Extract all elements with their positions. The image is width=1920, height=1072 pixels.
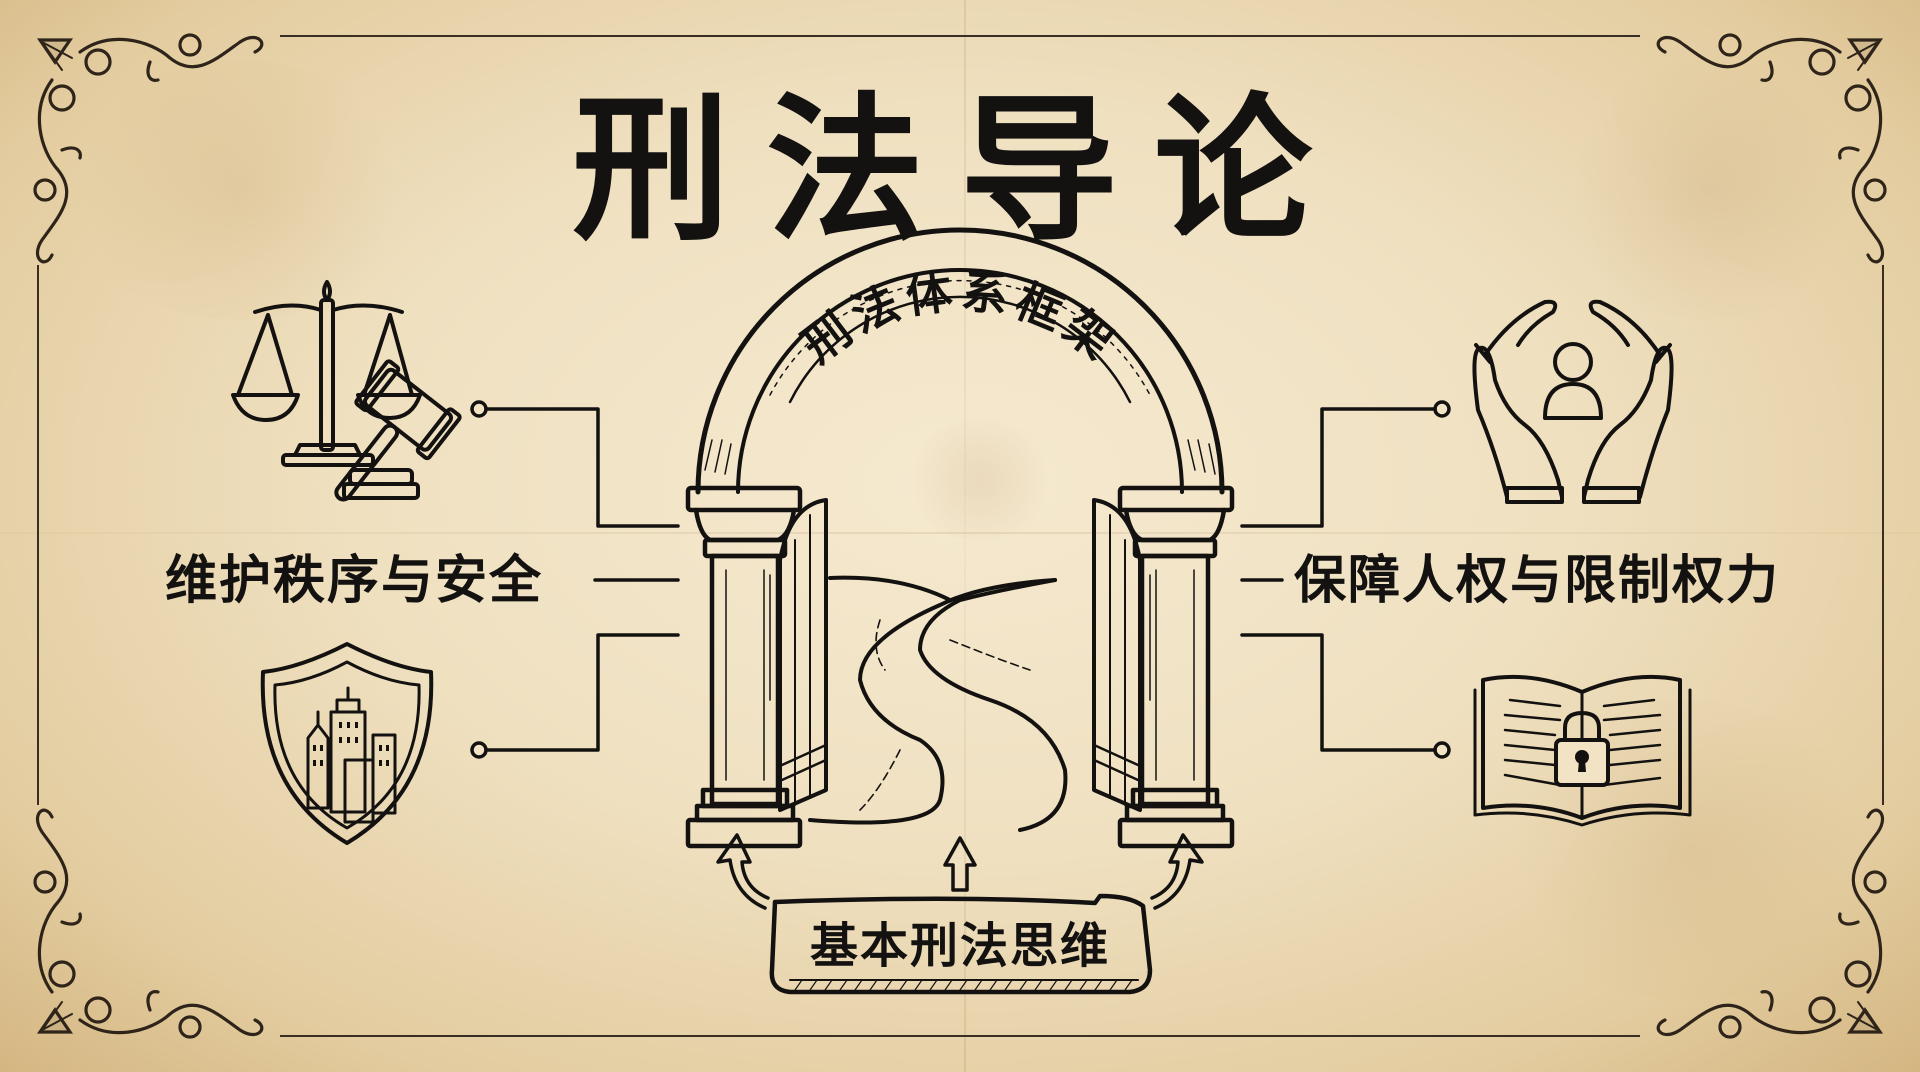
city-shield-icon — [260, 642, 434, 845]
right-door — [1092, 498, 1142, 812]
curved-arrow-right — [1150, 833, 1204, 910]
book-with-padlock-icon — [1473, 674, 1692, 827]
right-connector-lines — [1240, 400, 1451, 759]
foundation-plank — [769, 893, 1153, 995]
foundation-label: 基本刑法思维 — [809, 918, 1110, 974]
frame-bottom-line — [280, 1035, 1640, 1037]
frame-top-line — [280, 35, 1640, 37]
paper-fold-horizontal — [0, 532, 1920, 534]
frame-left-line — [37, 265, 39, 805]
left-label-maintain-order: 维护秩序与安全 — [165, 551, 544, 611]
left-connector-lines — [470, 400, 680, 759]
winding-road — [808, 575, 1068, 832]
paper-fold-vertical — [964, 0, 966, 1072]
right-label-protect-rights: 保障人权与限制权力 — [1294, 551, 1781, 611]
scales-and-gavel-icon — [231, 280, 462, 502]
arch-gate — [695, 227, 1225, 495]
curved-arrow-left — [716, 833, 770, 910]
arrow-up-center — [943, 836, 977, 892]
left-door — [778, 498, 828, 812]
protecting-hands-person-icon — [1472, 299, 1674, 504]
page-title: 刑法导论 — [572, 78, 1348, 263]
frame-right-line — [1882, 265, 1884, 805]
